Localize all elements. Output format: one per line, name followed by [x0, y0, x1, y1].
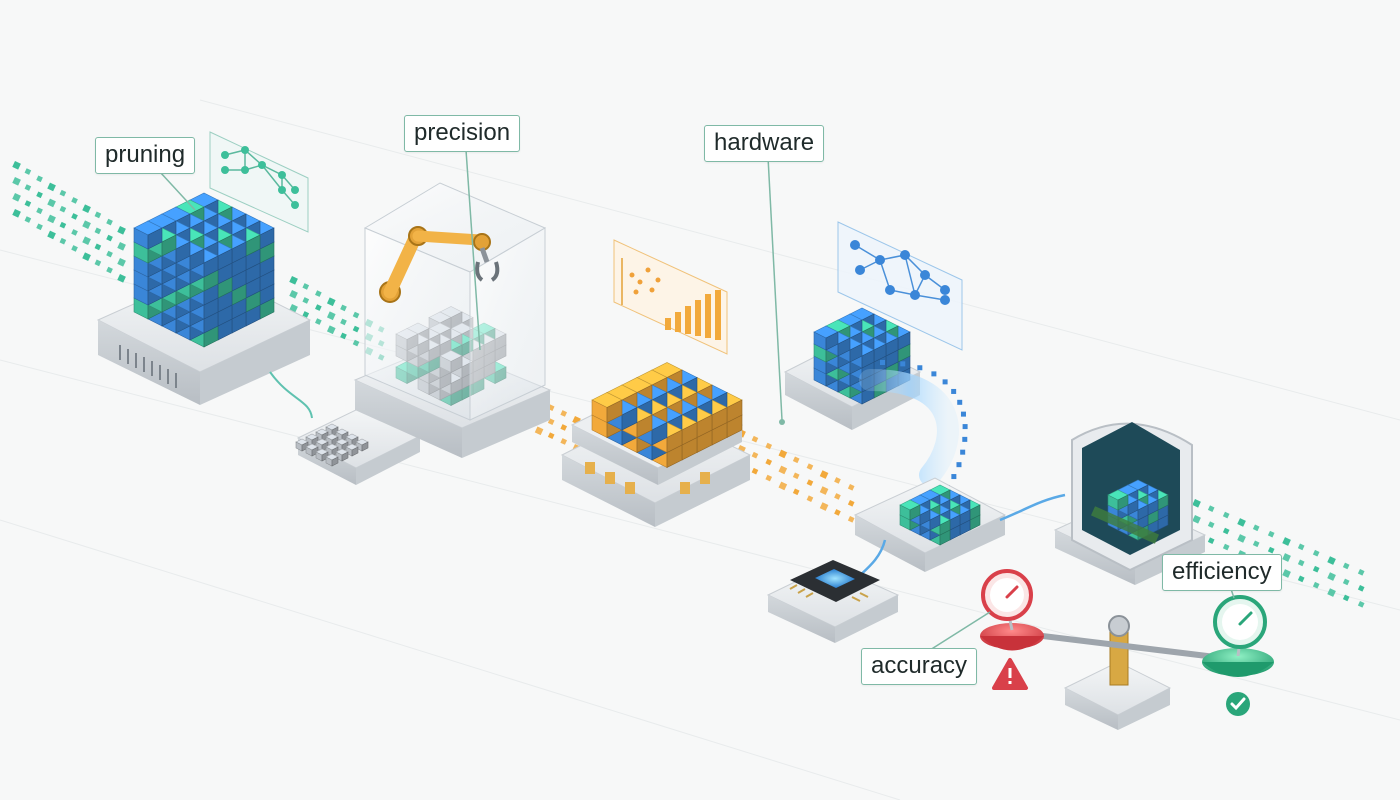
pruning-cube	[133, 192, 275, 348]
pruning-label: pruning	[95, 137, 196, 174]
mixed-precision-cube	[591, 362, 743, 468]
hub-cube	[899, 484, 981, 546]
precision-label: precision	[404, 115, 521, 152]
hardware-leader-line	[767, 156, 783, 421]
hardware-label: hardware	[704, 125, 825, 162]
check-icon	[1226, 692, 1250, 716]
network-graph-icon	[837, 221, 963, 351]
data-stream-quant-hardware	[737, 429, 855, 523]
efficiency-label: efficiency	[1162, 554, 1282, 591]
gauge-icon	[981, 569, 1033, 631]
precision-stage	[353, 182, 552, 458]
robot-arm-icon	[379, 226, 500, 303]
accuracy-label: accuracy	[861, 648, 978, 685]
network-graph-icon	[209, 131, 309, 233]
hub-stage	[853, 477, 1066, 581]
vent-grille	[119, 345, 177, 388]
hardware-cube	[813, 307, 911, 405]
warning-icon	[992, 658, 1028, 690]
pruning-leader-line	[159, 171, 196, 211]
balance-scale-icon	[980, 615, 1274, 730]
output-terminal	[1053, 422, 1207, 585]
pruning-stage	[96, 131, 312, 405]
keypad-module	[269, 371, 422, 485]
quantization-stage	[560, 239, 752, 527]
hardware-stage	[783, 221, 968, 490]
chip-icon	[766, 560, 900, 643]
precision-leader-line	[465, 149, 481, 351]
gauge-icon	[1213, 595, 1267, 657]
data-stream-in	[12, 161, 126, 283]
accuracy-leader-line	[929, 611, 991, 651]
bar-chart-icon	[613, 239, 728, 355]
